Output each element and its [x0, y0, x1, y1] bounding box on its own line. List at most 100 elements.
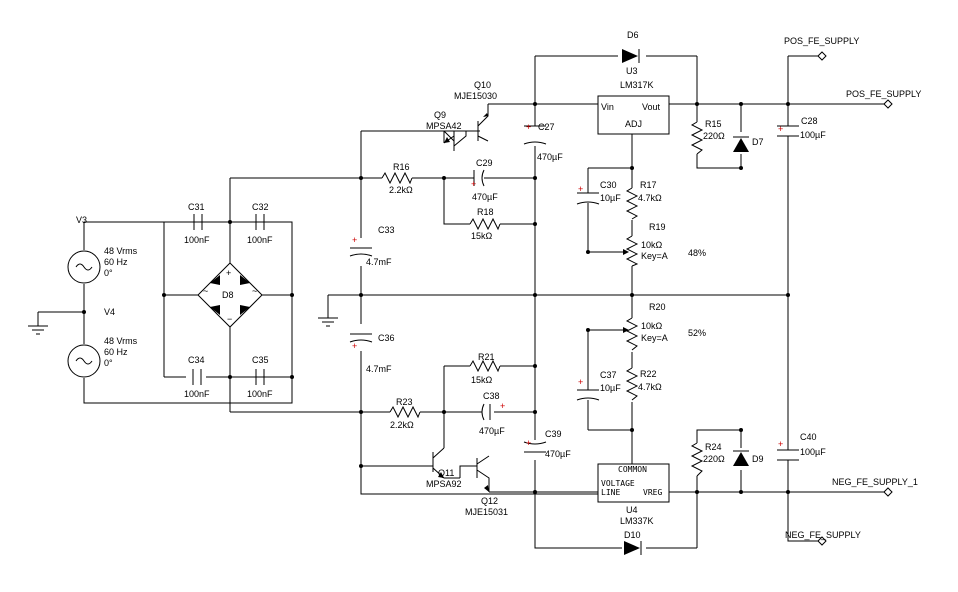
c32-value: 100nF: [247, 235, 273, 245]
r20-value: 10kΩ: [641, 321, 663, 331]
u4-part: LM337K: [620, 516, 654, 526]
cap-c31: C31 100nF: [164, 202, 292, 245]
r19-value: 10kΩ: [641, 240, 663, 250]
resistor-r17: R17 4.7kΩ: [625, 180, 662, 220]
r16-ref: R16: [393, 162, 410, 172]
d8-ac-left: ~: [203, 286, 208, 296]
c35-ref: C35: [252, 355, 269, 365]
d8-ref: D8: [222, 290, 234, 300]
c39-ref: C39: [545, 429, 562, 439]
r19-setting: 48%: [688, 248, 706, 258]
ground-icon: [28, 325, 48, 335]
cap-c33: + C33 4.7mF: [349, 225, 395, 267]
c38-ref: C38: [483, 391, 500, 401]
r17-value: 4.7kΩ: [638, 193, 662, 203]
q12-part: MJE15031: [465, 507, 508, 517]
v4-phase: 0°: [104, 358, 113, 368]
r20-ref: R20: [649, 302, 666, 312]
transistor-q10: Q10 MJE15030: [454, 80, 497, 142]
diode-d9: D9: [733, 450, 764, 466]
v3-ref: V3: [76, 215, 87, 225]
svg-text:+: +: [526, 122, 531, 132]
q11-ref: Q11: [438, 468, 454, 478]
pot-r20: R20 10kΩ Key=A 52%: [620, 302, 706, 351]
c37-value: 10µF: [600, 383, 621, 393]
diode-d10: D10: [624, 530, 642, 555]
v4-freq: 60 Hz: [104, 347, 128, 357]
transistor-q11: Q11 MPSA92: [426, 447, 462, 489]
cap-c36: + C36 4.7mF: [349, 333, 395, 374]
port-pos-top: POS_FE_SUPPLY: [784, 36, 859, 61]
net-neg-right: NEG_FE_SUPPLY_1: [832, 477, 918, 487]
transistor-q12: Q12 MJE15031: [459, 455, 508, 517]
c27-ref: C27: [538, 122, 555, 132]
d7-ref: D7: [752, 137, 764, 147]
q9-ref: Q9: [434, 110, 446, 120]
resistor-r15: R15 220Ω: [690, 119, 725, 155]
r19-key: Key=A: [641, 251, 668, 261]
u3-ref: U3: [626, 66, 638, 76]
u4-ref: U4: [626, 505, 638, 515]
svg-text:+: +: [578, 184, 583, 194]
diode-d6: D6: [622, 30, 640, 63]
u4-line: LINE: [601, 488, 620, 497]
net-pos-top: POS_FE_SUPPLY: [784, 36, 859, 46]
c32-ref: C32: [252, 202, 269, 212]
ground-icon-2: [318, 317, 338, 327]
d10-ref: D10: [624, 530, 641, 540]
port-neg-right: NEG_FE_SUPPLY_1: [832, 477, 918, 497]
q11-part: MPSA92: [426, 479, 462, 489]
junction-dots: [82, 102, 790, 494]
r23-value: 2.2kΩ: [390, 420, 414, 430]
c30-ref: C30: [600, 180, 617, 190]
u4-common: COMMON: [618, 465, 647, 474]
r21-value: 15kΩ: [471, 375, 493, 385]
u3-vin: Vin: [601, 102, 614, 112]
c31-value: 100nF: [184, 235, 210, 245]
c38-value: 470µF: [479, 426, 505, 436]
q12-ref: Q12: [481, 496, 498, 506]
c40-ref: C40: [800, 432, 817, 442]
cap-c34: C34 100nF: [184, 355, 210, 399]
r19-ref: R19: [649, 222, 666, 232]
v3-freq: 60 Hz: [104, 257, 128, 267]
d9-ref: D9: [752, 454, 764, 464]
cap-c35: C35 100nF: [247, 355, 273, 399]
svg-text:+: +: [471, 179, 476, 189]
resistor-r18: R18 15kΩ: [469, 207, 501, 241]
resistor-r23: R23 2.2kΩ: [389, 397, 421, 430]
q9-part: MPSA42: [426, 121, 462, 131]
cap-c27: + C27 470µF: [523, 122, 563, 162]
cap-c32: C32 100nF: [247, 202, 273, 245]
r20-setting: 52%: [688, 328, 706, 338]
r24-value: 220Ω: [703, 454, 725, 464]
c35-value: 100nF: [247, 389, 273, 399]
d8-ac-right: ~: [252, 286, 257, 296]
u4-vreg: VREG: [643, 488, 662, 497]
u3-vout: Vout: [642, 102, 661, 112]
c36-value: 4.7mF: [366, 364, 392, 374]
resistor-r24: R24 220Ω: [690, 442, 725, 477]
c31-ref: C31: [188, 202, 205, 212]
svg-text:+: +: [778, 439, 783, 449]
svg-text:+: +: [778, 124, 783, 134]
c28-ref: C28: [801, 116, 818, 126]
u3-part: LM317K: [620, 80, 654, 90]
v3-vrms: 48 Vrms: [104, 246, 138, 256]
wiring: [37, 55, 884, 549]
resistor-r22: R22 4.7kΩ: [625, 367, 662, 401]
c39-value: 470µF: [545, 449, 571, 459]
c29-ref: C29: [476, 158, 493, 168]
diode-d7: D7: [733, 136, 764, 152]
svg-text:+: +: [526, 438, 531, 448]
c33-value: 4.7mF: [366, 257, 392, 267]
c36-ref: C36: [378, 333, 395, 343]
u4-voltage: VOLTAGE: [601, 479, 635, 488]
resistor-r21: R21 15kΩ: [469, 352, 501, 385]
r22-ref: R22: [640, 369, 657, 379]
svg-text:+: +: [352, 341, 357, 351]
c29-value: 470µF: [472, 192, 498, 202]
v4-ref: V4: [104, 307, 115, 317]
r18-ref: R18: [477, 207, 494, 217]
